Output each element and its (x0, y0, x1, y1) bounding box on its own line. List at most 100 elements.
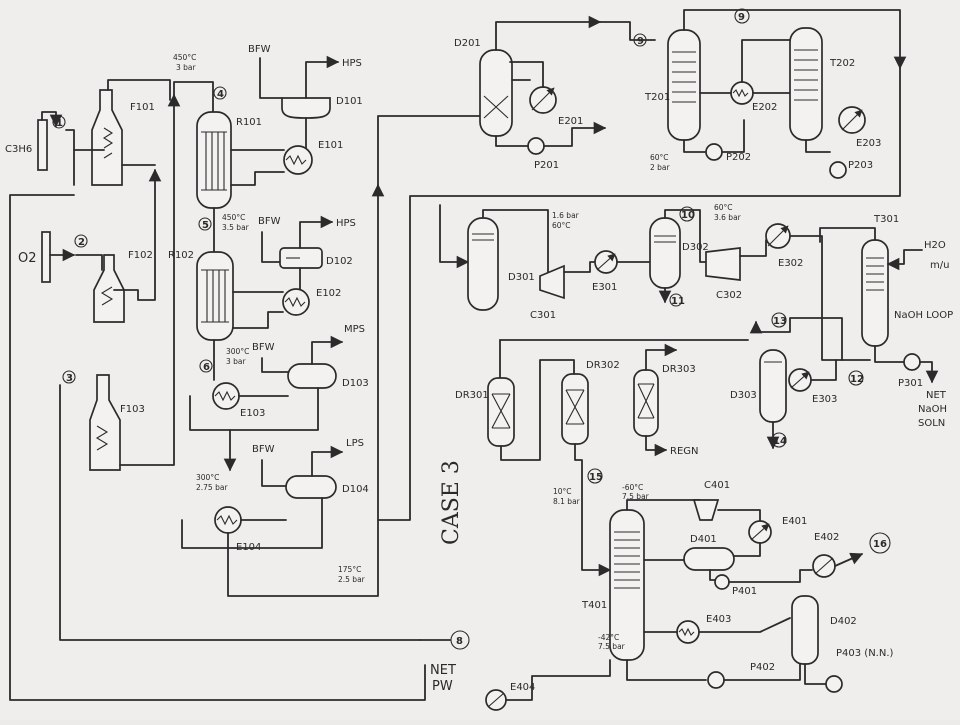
exchanger-e303: E303 (788, 359, 837, 405)
stream-6-label: 6 (203, 362, 210, 373)
stream-1-label: 1 (56, 118, 63, 129)
compressor-c302: C302 60°C 3.6 bar (705, 203, 767, 301)
d401-label: D401 (690, 534, 717, 545)
d103-label: D103 (342, 378, 369, 389)
e104-pressure: 2.75 bar (196, 483, 228, 492)
net-naoh-line-1: NET (926, 390, 947, 401)
stream-12-marker (848, 370, 864, 386)
bfw-r101-label: BFW (248, 44, 271, 55)
e404-label: E404 (510, 682, 535, 693)
d303-label: D303 (730, 390, 757, 401)
stream-13-marker (771, 312, 787, 328)
exchanger-e102: E102 (232, 288, 341, 329)
dr303-label: DR303 (662, 364, 696, 375)
r101-label: R101 (236, 117, 262, 128)
furnace-f101: F101 (73, 79, 171, 186)
exchanger-e104: E104 175°C 2.5 bar (181, 183, 385, 597)
e302-label: E302 (778, 258, 803, 269)
transfer-line (377, 115, 481, 186)
p403-label: P403 (N.N.) (836, 648, 894, 659)
dr301-label: DR301 (455, 390, 489, 401)
e103-pressure: 3 bar (226, 357, 247, 366)
column-t401: T401 -60°C 7.5 bar -42°C 7.5 bar (581, 483, 707, 681)
p402-label: P402 (750, 662, 775, 673)
stream-4-marker (213, 86, 227, 100)
stream-5-label: 5 (202, 220, 209, 231)
stream-14-label: 14 (773, 436, 787, 447)
stream-13-label: 13 (773, 316, 787, 327)
d201-label: D201 (454, 38, 481, 49)
exchanger-e402: E402 16 (812, 532, 891, 578)
f102-label: F102 (128, 250, 153, 261)
stream-10-marker (679, 206, 695, 222)
c401-label: C401 (704, 480, 730, 491)
net-pw-outlet: 8 NET PW E404 (419, 630, 611, 711)
net-naoh-line-2: NaOH (918, 404, 947, 415)
h2o-feed-label: H2O (924, 240, 946, 251)
d301-label: D301 (508, 272, 535, 283)
column-t202: T202 (789, 27, 855, 153)
d301-pressure: 1.6 bar (552, 211, 580, 220)
s15-temp: 10°C (553, 487, 572, 496)
drum-d401: D401 (643, 534, 735, 581)
e103-label: E103 (240, 408, 265, 419)
d101-label: D101 (336, 96, 363, 107)
c302-label: C302 (716, 290, 742, 301)
bfw-d103-label: BFW (252, 342, 275, 353)
hps-d102-label: HPS (336, 218, 356, 229)
stream-15-marker (587, 468, 603, 484)
e301-label: E301 (592, 282, 617, 293)
stream-9-label-a: 9 (637, 36, 644, 47)
t202-label: T202 (829, 58, 855, 69)
bfw-d104-label: BFW (252, 444, 275, 455)
stream-9-marker-b (734, 8, 750, 24)
exchanger-e101: E101 (230, 140, 343, 186)
exchanger-e103: E103 (189, 382, 319, 431)
case-label: CASE 3 (439, 460, 464, 545)
compressor-c301: C301 (530, 261, 597, 321)
e104-temp: 300°C (196, 473, 219, 482)
e303-label: E303 (812, 394, 837, 405)
d104-label: D104 (342, 484, 369, 495)
e101-label: E101 (318, 140, 343, 151)
dryer-dr301: DR301 (455, 339, 575, 461)
stream-16-marker (869, 532, 891, 554)
bfw-r102-label: BFW (258, 216, 281, 227)
pump-p301: P301 NET NaOH SOLN (898, 353, 947, 429)
c3h6-label: C3H6 (5, 144, 32, 155)
d102-label: D102 (326, 256, 353, 267)
exchanger-e302: E302 (765, 223, 871, 361)
dr302-label: DR302 (586, 360, 620, 371)
o2-label: O2 (18, 251, 37, 266)
e302-temp: 60°C (714, 203, 733, 212)
stream-8-marker (450, 630, 470, 650)
e403-label: E403 (706, 614, 731, 625)
mps-d103-label: MPS (344, 324, 365, 335)
lps-d104-label: LPS (346, 438, 364, 449)
vessel-d201: D201 (454, 15, 602, 137)
stream-2-marker (74, 234, 88, 248)
stream-5-marker (198, 217, 212, 231)
t201-label: T201 (644, 92, 670, 103)
stream-1-marker (52, 115, 66, 129)
makeup-label: m/u (930, 260, 949, 271)
r102-inlet-temp: 450°C (222, 213, 245, 222)
stream-11-label: 11 (671, 296, 685, 307)
stream-10-label: 10 (681, 210, 695, 221)
t401-bottom-temp: -42°C (598, 633, 619, 642)
c301-label: C301 (530, 310, 556, 321)
pump-p403: P403 (N.N.) (825, 648, 894, 693)
stream-6-marker (199, 359, 213, 373)
t401-bottom-pressure: 7.5 bar (598, 642, 626, 651)
outlet-temp: 175°C (338, 565, 361, 574)
e402-label: E402 (814, 532, 839, 543)
r101-inlet-pressure: 3 bar (176, 63, 197, 72)
exchanger-e301: E301 (592, 250, 651, 293)
stream-3-marker (62, 370, 76, 384)
vessel-d303: 13 D303 14 (499, 312, 843, 450)
stream-3-label: 3 (66, 373, 73, 384)
exchanger-e203: E203 (838, 106, 881, 149)
pump-p401: P401 (714, 569, 813, 597)
net-pw-line-1: NET (430, 663, 456, 678)
